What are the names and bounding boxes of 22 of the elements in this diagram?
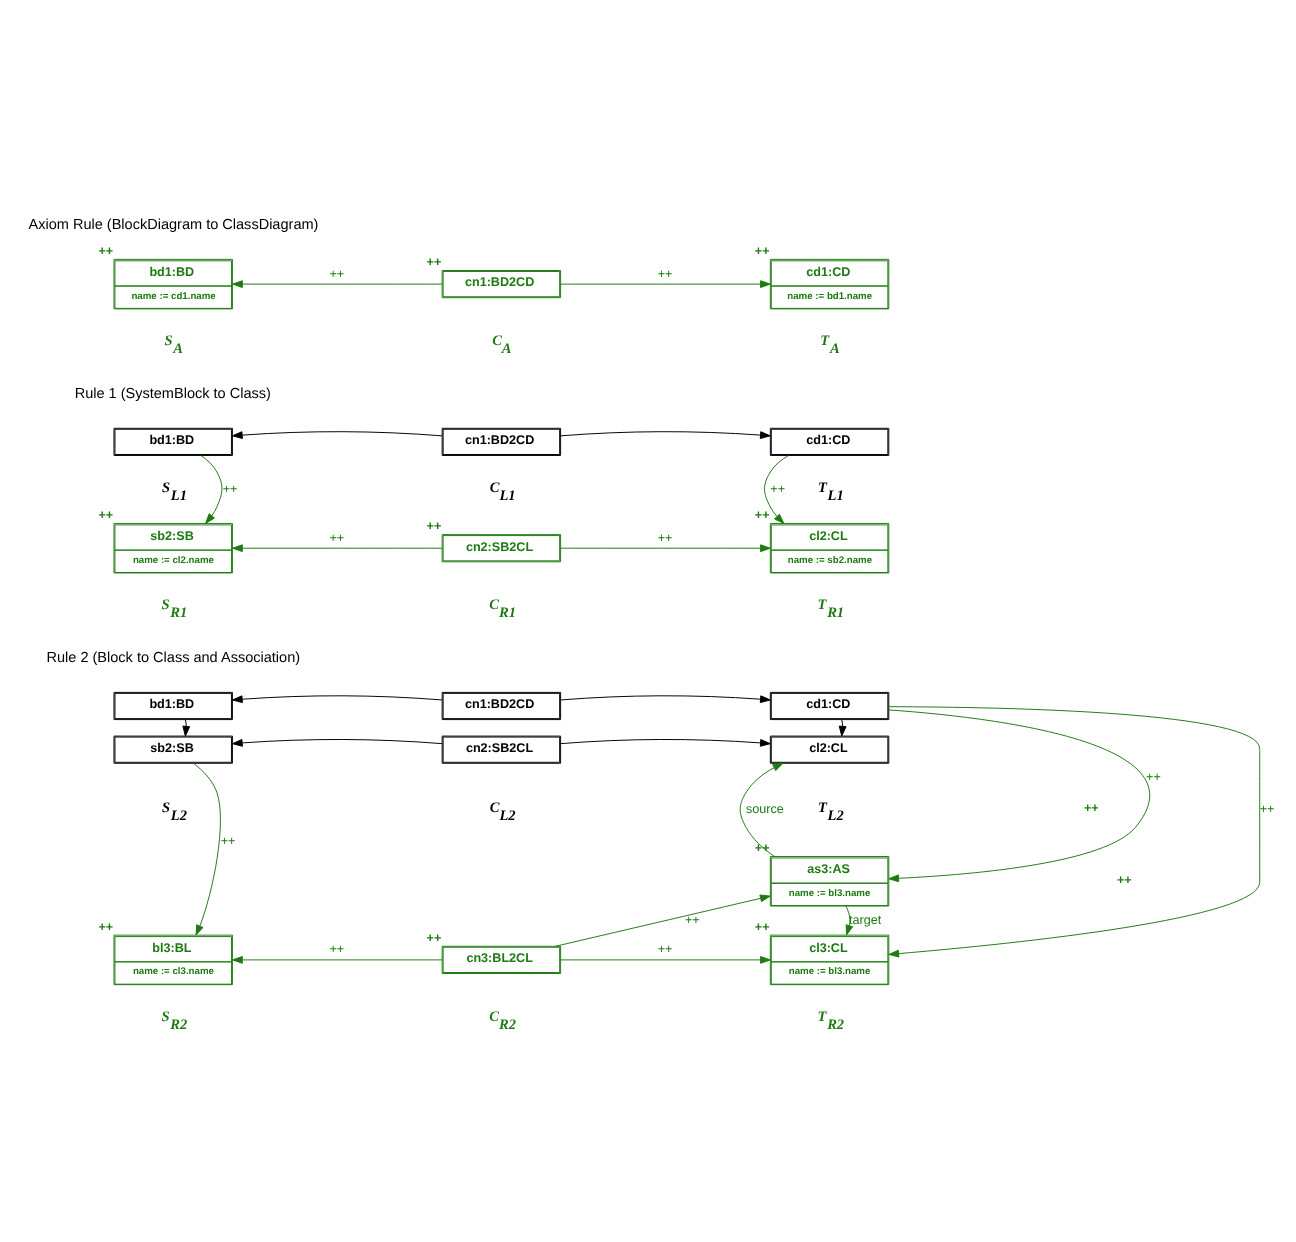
arrow [232, 738, 443, 746]
arrow [182, 718, 191, 736]
arrow [232, 694, 443, 703]
arrow [764, 454, 789, 523]
arrow [232, 543, 443, 552]
arrow [560, 543, 771, 552]
arrow [560, 955, 771, 963]
arrow [193, 761, 221, 935]
arrow [560, 279, 771, 287]
arrow [888, 705, 1261, 957]
arrow [888, 708, 1150, 882]
arrow [739, 761, 784, 856]
arrow [838, 718, 847, 736]
arrow [845, 904, 854, 935]
arrow [200, 454, 223, 523]
arrow [232, 430, 443, 438]
arrow [232, 955, 443, 963]
arrow [560, 738, 771, 746]
arrow [560, 430, 771, 438]
arrow [555, 893, 771, 946]
arrow [560, 694, 771, 703]
arrow [232, 279, 443, 287]
